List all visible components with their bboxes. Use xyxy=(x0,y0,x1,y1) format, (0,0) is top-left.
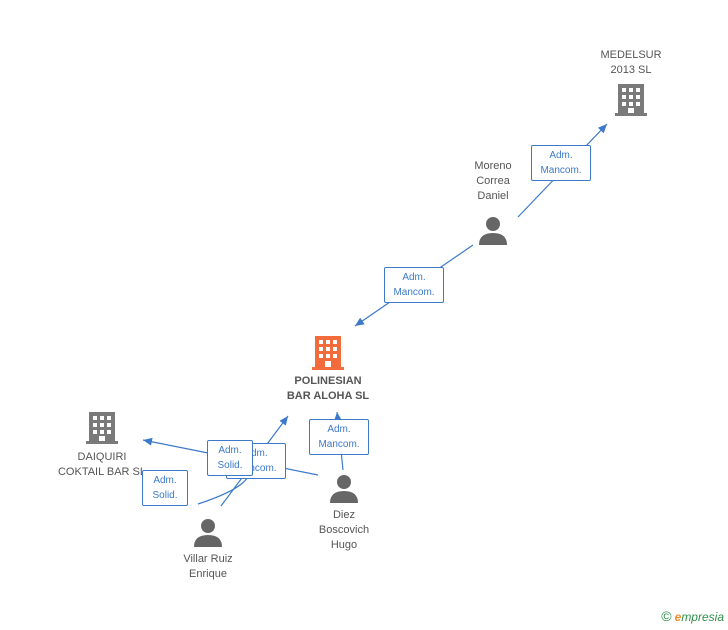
company-icon xyxy=(615,84,647,116)
role-badge-villar-daiquiri[interactable]: Adm. Solid. xyxy=(207,440,253,476)
brand-e: e xyxy=(674,610,682,624)
brand-logo: ©empresia xyxy=(661,608,724,624)
role-badge-moreno-medelsur[interactable]: Adm. Mancom. xyxy=(531,145,591,181)
node-label: POLINESIAN BAR ALOHA SL xyxy=(286,375,370,402)
role-badge-diez-daiquiri[interactable]: Adm. Solid. xyxy=(142,470,188,506)
node-label: Moreno Correa Daniel xyxy=(474,160,512,202)
role-badge-diez-polinesian[interactable]: Adm. Mancom. xyxy=(309,419,369,455)
node-label: DAIQUIRI COKTAIL BAR SL xyxy=(57,451,147,478)
node-moreno[interactable]: Moreno Correa Daniel xyxy=(448,159,538,246)
node-medelsur[interactable]: MEDELSUR 2013 SL xyxy=(586,48,676,116)
person-icon xyxy=(330,475,358,503)
node-label: MEDELSUR 2013 SL xyxy=(600,49,662,76)
node-polinesian[interactable]: POLINESIAN BAR ALOHA SL xyxy=(268,334,388,404)
company-icon xyxy=(86,412,118,444)
person-icon xyxy=(479,217,507,245)
node-diez[interactable]: Diez Boscovich Hugo xyxy=(299,474,389,553)
node-villar[interactable]: Villar Ruiz Enrique xyxy=(163,518,253,582)
node-label: Villar Ruiz Enrique xyxy=(183,553,233,580)
company-icon xyxy=(312,336,344,370)
person-icon xyxy=(194,519,222,547)
role-badge-moreno-polinesian[interactable]: Adm. Mancom. xyxy=(384,267,444,303)
node-label: Diez Boscovich Hugo xyxy=(318,509,370,551)
node-daiquiri[interactable]: DAIQUIRI COKTAIL BAR SL xyxy=(52,410,152,480)
copyright-icon: © xyxy=(661,608,672,624)
brand-name: mpresia xyxy=(681,610,724,624)
